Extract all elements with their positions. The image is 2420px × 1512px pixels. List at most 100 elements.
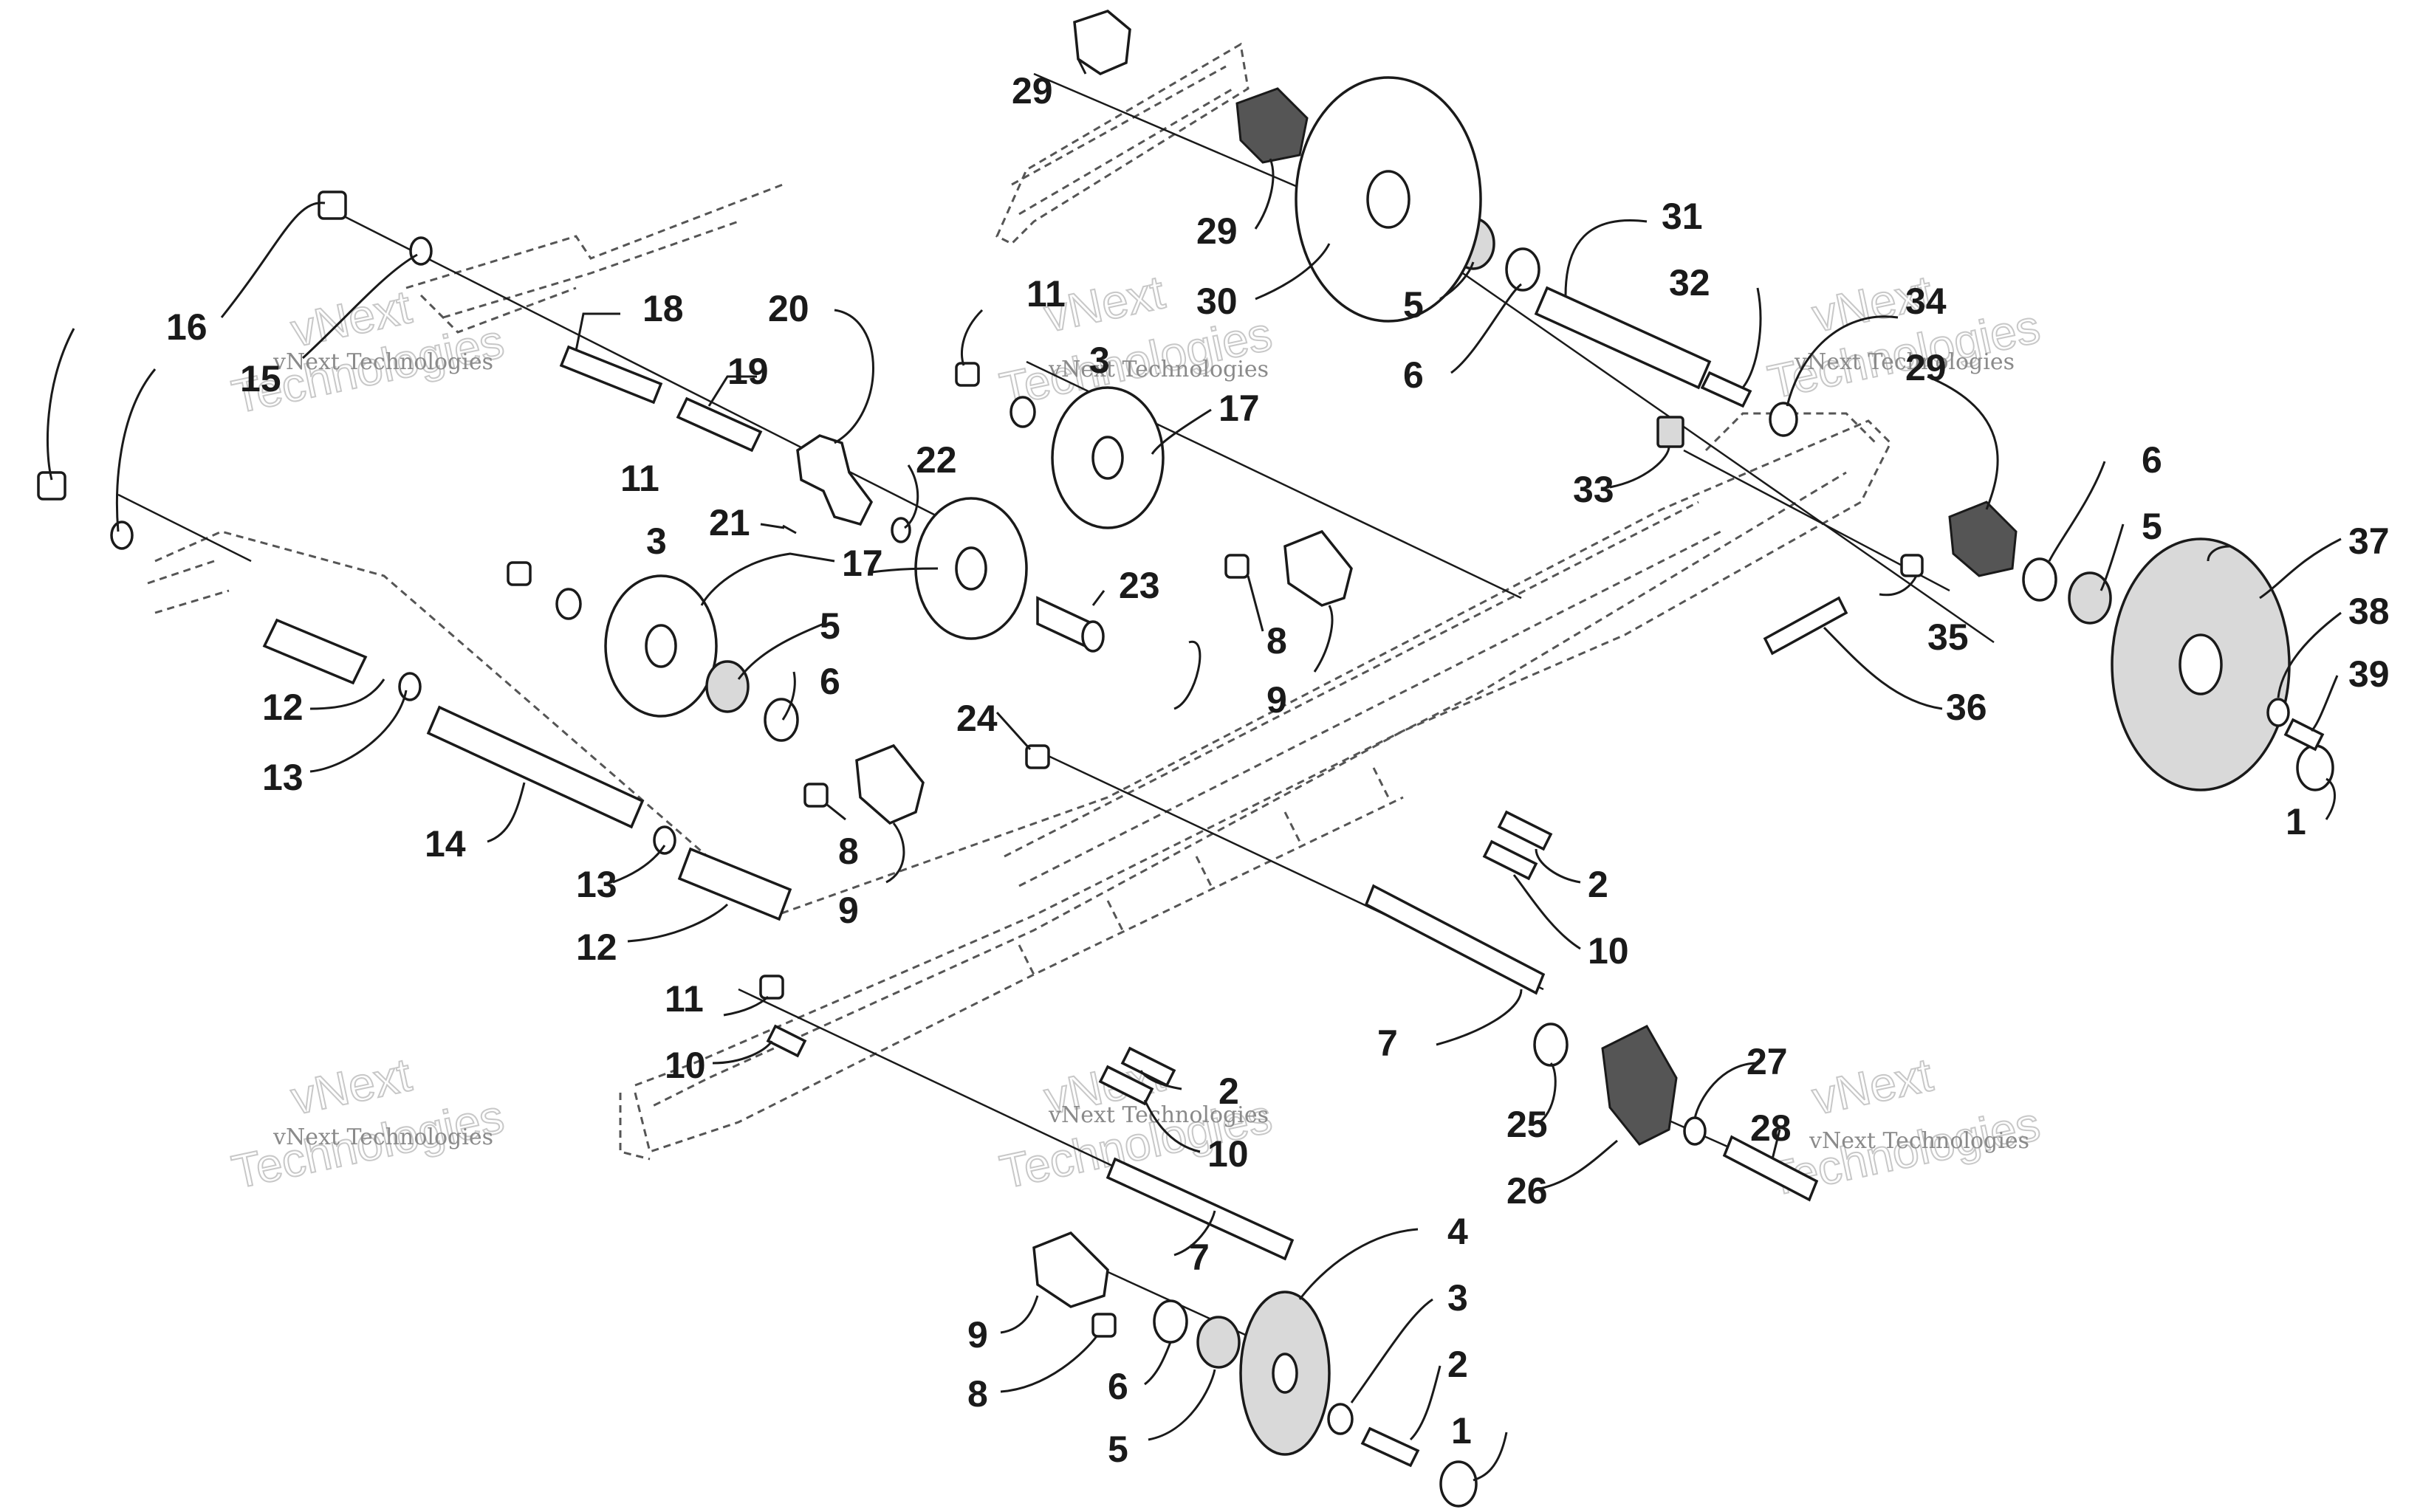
part-35-nut: [1900, 554, 1924, 577]
part-10-bolt: [766, 839, 1538, 1106]
part-1-cap: [1439, 744, 2334, 1508]
part-24-nut: [1025, 744, 1050, 769]
callout-20: 20: [768, 288, 809, 329]
callout-5-c: 5: [1403, 284, 1424, 326]
svg-text:vNext Technologies: vNext Technologies: [1794, 349, 2015, 375]
callout-6-a: 6: [820, 661, 840, 702]
svg-text:vNext: vNext: [1808, 1048, 1937, 1124]
callout-8-b: 8: [838, 831, 859, 872]
part-13-washer: [398, 672, 676, 855]
callout-7-a: 7: [1377, 1023, 1398, 1064]
callout-30: 30: [1196, 281, 1238, 322]
part-19-spacer: [676, 396, 763, 453]
callout-22: 22: [916, 439, 957, 481]
callout-38: 38: [2348, 591, 2390, 632]
watermark-3: Technologies vNext vNext Technologies: [1763, 264, 2045, 409]
callout-5-d: 5: [2142, 506, 2162, 547]
callout-2-c: 2: [1447, 1344, 1468, 1385]
callout-8-c: 8: [967, 1373, 988, 1415]
svg-text:vNext Technologies: vNext Technologies: [1809, 1128, 2029, 1154]
callout-8-a: 8: [1266, 620, 1287, 662]
part-36-bolt: [1763, 596, 1848, 656]
callout-29-b: 29: [1196, 210, 1238, 252]
callout-17-a: 17: [1218, 388, 1260, 429]
callout-12-a: 12: [262, 687, 304, 728]
callout-17-b: 17: [842, 543, 883, 584]
callout-33: 33: [1573, 469, 1614, 510]
callout-19: 19: [727, 351, 769, 392]
callout-32: 32: [1669, 262, 1710, 303]
callout-29-a: 29: [1012, 70, 1053, 111]
callout-36: 36: [1946, 687, 1987, 728]
part-25-spacer: [1533, 1023, 1569, 1067]
callout-1-a: 1: [1451, 1410, 1472, 1451]
callout-9-b: 9: [838, 890, 859, 931]
callout-15-a: 15: [240, 358, 281, 399]
svg-text:vNext Technologies: vNext Technologies: [1048, 357, 1269, 382]
callout-2-b: 2: [1218, 1071, 1239, 1112]
callout-labels: 16 15 18 19 20 11 3 17 22 21 11 3 17 5 6…: [166, 70, 2390, 1470]
callout-7-b: 7: [1189, 1237, 1210, 1278]
callout-28: 28: [1750, 1107, 1792, 1149]
callout-25: 25: [1506, 1104, 1548, 1145]
part-20-bracket: [796, 434, 874, 526]
callout-3-b: 3: [646, 520, 667, 562]
callout-21: 21: [709, 502, 750, 543]
part-38-washer: [2266, 698, 2290, 727]
callout-37: 37: [2348, 520, 2390, 562]
callout-34: 34: [1905, 281, 1947, 322]
callout-12-b: 12: [576, 927, 617, 968]
part-7-bolt: [1106, 884, 1546, 1261]
callout-2-a: 2: [1588, 864, 1608, 905]
part-23-spacer: [1036, 596, 1105, 653]
callout-35: 35: [1927, 616, 1969, 658]
part-37-wheel: [2111, 537, 2291, 791]
part-26-block: [1601, 1025, 1678, 1146]
part-34-washer: [1769, 402, 1798, 437]
callout-10-b: 10: [665, 1045, 706, 1086]
callout-11-b: 11: [620, 458, 659, 499]
part-8-nut: [803, 554, 1250, 1338]
callout-6-c: 6: [1403, 354, 1424, 396]
part-30-wheel: [1295, 76, 1482, 323]
callout-26: 26: [1506, 1170, 1548, 1212]
part-17-wheel-upper: [1051, 386, 1165, 529]
svg-text:vNext Technologies: vNext Technologies: [272, 1124, 493, 1150]
callout-5-b: 5: [1108, 1429, 1128, 1470]
callout-23: 23: [1119, 565, 1160, 606]
part-4-wheel: [1239, 1291, 1331, 1456]
callout-4: 4: [1447, 1211, 1468, 1252]
part-28-bolt: [1722, 1135, 1819, 1202]
svg-text:vNext Technologies: vNext Technologies: [272, 349, 493, 375]
callout-29-c: 29: [1905, 347, 1947, 388]
part-29-mount-right: [1948, 501, 2018, 577]
callout-16-a: 16: [166, 306, 208, 348]
part-11-nut: [507, 362, 980, 1000]
part-27-washer: [1683, 1116, 1707, 1146]
leader-lines: [46, 58, 2342, 1482]
frame-rail-lower: [147, 412, 1892, 1161]
callout-14: 14: [425, 823, 466, 865]
callout-31: 31: [1662, 196, 1703, 237]
part-12-sleeve: [262, 618, 792, 921]
callout-39: 39: [2348, 653, 2390, 695]
callout-18: 18: [642, 288, 684, 329]
callout-5-a: 5: [820, 605, 840, 647]
callout-10-c: 10: [1207, 1133, 1249, 1175]
callout-6-d: 6: [2142, 439, 2162, 481]
watermark-4: Technologies vNext vNext Technologies: [227, 1047, 509, 1199]
callout-3-a: 3: [1089, 340, 1110, 381]
part-31-axle: [1534, 286, 1712, 390]
callout-27: 27: [1747, 1041, 1788, 1082]
callout-11-a: 11: [1026, 273, 1066, 315]
callout-3-c: 3: [1447, 1277, 1468, 1319]
callout-10-a: 10: [1588, 930, 1629, 972]
part-32-sleeve: [1700, 371, 1752, 408]
callout-13-b: 13: [576, 864, 617, 905]
part-21-pin: [782, 524, 797, 535]
callout-1-b: 1: [2286, 801, 2306, 842]
part-29-mount: [1073, 10, 1309, 164]
part-22-washer: [891, 517, 911, 543]
frame-rail-upper: [405, 42, 1250, 334]
